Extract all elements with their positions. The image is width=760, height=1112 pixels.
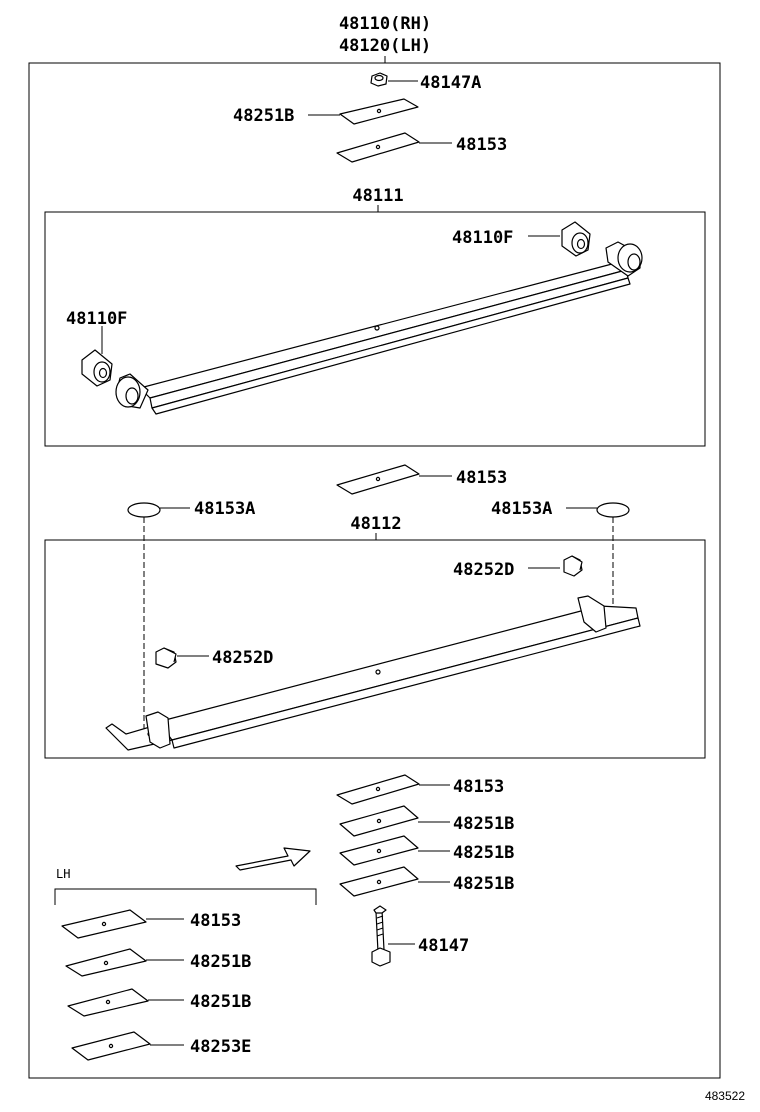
lh-plate-48253e[interactable] (71, 1031, 151, 1061)
plate-48251b-lower-2[interactable] (339, 835, 419, 866)
outer-frame (28, 62, 721, 1079)
label-48147: 48147 (418, 936, 469, 956)
assembly-number-lh: 48120(LH) (339, 36, 431, 56)
diagram-reference-number: 483522 (705, 1089, 745, 1103)
label-48252d-left: 48252D (212, 648, 273, 668)
clip-48252d-left[interactable] (155, 647, 177, 669)
helper-leaf-spring[interactable] (105, 595, 641, 751)
direction-arrow-icon (235, 847, 311, 871)
label-48153a-left: 48153A (194, 499, 255, 519)
label-48251b-lower-1: 48251B (453, 814, 514, 834)
label-48153-lower: 48153 (453, 777, 504, 797)
bushing-48110f-left[interactable] (81, 349, 113, 387)
bolt-48147[interactable] (371, 905, 391, 967)
label-48251b-lower-3: 48251B (453, 874, 514, 894)
assembly-number-rh: 48110(RH) (339, 14, 431, 34)
lh-plate-48251b-1[interactable] (65, 948, 147, 977)
clip-48252d-right[interactable] (563, 555, 583, 577)
lh-plate-48251b-2[interactable] (67, 988, 149, 1017)
label-lh-48251b-2: 48251B (190, 992, 251, 1012)
lh-group-title: LH (56, 867, 70, 881)
label-lh-48253e: 48253E (190, 1037, 251, 1057)
bushing-48110f-right[interactable] (561, 221, 591, 257)
plate-48251b-lower-1[interactable] (339, 805, 419, 837)
box-48112 (44, 539, 706, 759)
box-48111 (44, 211, 706, 447)
label-lh-48251b-1: 48251B (190, 952, 251, 972)
plate-48251b-top[interactable] (339, 98, 419, 125)
plate-48251b-lower-3[interactable] (339, 866, 419, 897)
label-48153a-right: 48153A (491, 499, 552, 519)
lh-pad-48153[interactable] (61, 909, 147, 939)
label-48251b-lower-2: 48251B (453, 843, 514, 863)
cap-48153a-left[interactable] (127, 502, 161, 518)
nut-48147a[interactable] (370, 72, 388, 87)
label-48111: 48111 (352, 186, 403, 206)
main-leaf-spring[interactable] (115, 241, 643, 415)
label-48110f-left: 48110F (66, 309, 127, 329)
label-48251b-top: 48251B (233, 106, 294, 126)
lh-group-bracket (54, 888, 317, 905)
pad-48153-lower[interactable] (336, 774, 420, 805)
label-48153-top: 48153 (456, 135, 507, 155)
label-48112: 48112 (350, 514, 401, 534)
label-48252d-right: 48252D (453, 560, 514, 580)
cap-48153a-right[interactable] (596, 502, 630, 518)
pad-48153-top[interactable] (336, 132, 420, 163)
label-48110f-right: 48110F (452, 228, 513, 248)
pad-48153-mid[interactable] (336, 464, 420, 495)
label-48147a: 48147A (420, 73, 481, 93)
label-lh-48153: 48153 (190, 911, 241, 931)
label-48153-mid: 48153 (456, 468, 507, 488)
